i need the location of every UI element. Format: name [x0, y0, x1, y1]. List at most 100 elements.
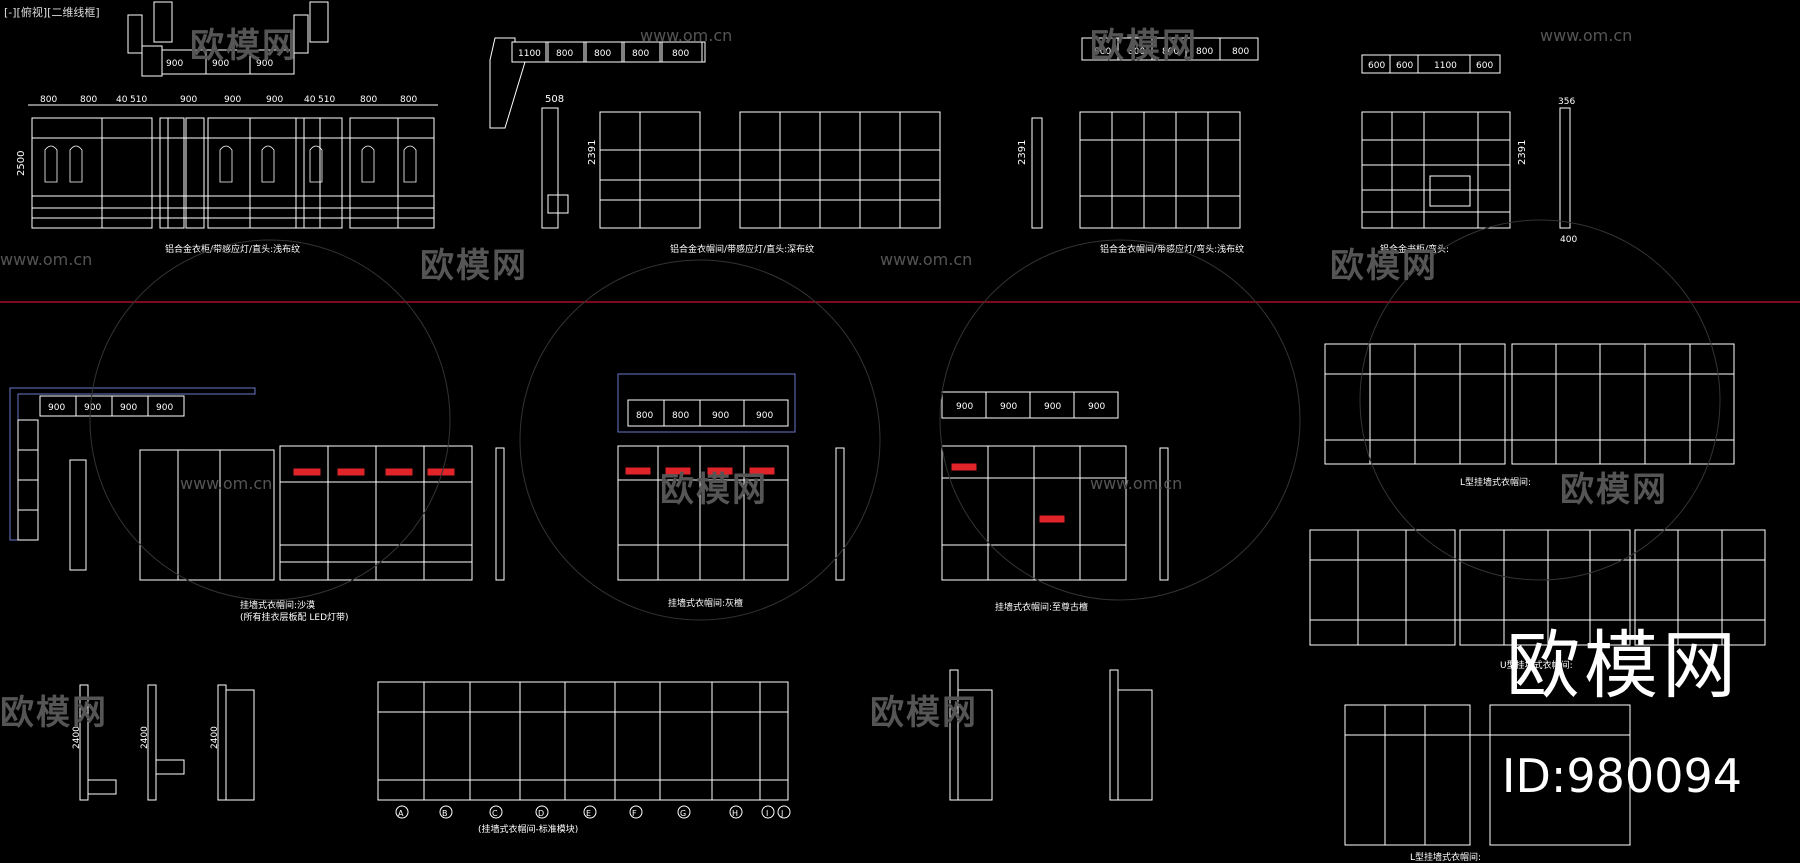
- dim-label: 508: [545, 94, 564, 105]
- drawing-caption: 铝合金衣柜/带感应灯/直头:浅布纹: [165, 243, 300, 255]
- dim-label: 900: [266, 95, 283, 105]
- dim-label: 40: [304, 95, 316, 105]
- dim-label: 900: [712, 411, 729, 421]
- dim-label: 800: [672, 49, 689, 59]
- dim-label: 900: [256, 59, 273, 69]
- svg-text:J: J: [780, 809, 783, 818]
- dim-label: 900: [1044, 402, 1061, 412]
- watermark-brand: 欧模网: [1560, 470, 1668, 510]
- dim-label: 800: [556, 49, 573, 59]
- dim-label: 800: [594, 49, 611, 59]
- dim-label: 800: [632, 49, 649, 59]
- dim-label: 800: [1196, 47, 1213, 57]
- dim-label: 600: [1368, 61, 1385, 71]
- drawing-caption: 挂墙式衣帽间:至尊古檀: [995, 601, 1088, 613]
- dim-label: 800: [636, 411, 653, 421]
- svg-text:A: A: [398, 809, 404, 818]
- watermark-brand: 欧模网: [1090, 26, 1198, 66]
- watermark-url: www.om.cn: [1090, 474, 1183, 493]
- drawing-caption: 铝合金衣帽间/带感应灯/弯头:浅布纹: [1100, 243, 1244, 255]
- svg-text:D: D: [538, 809, 544, 818]
- module-markers: A B C D E F G H I J: [395, 805, 791, 819]
- height-dim: 2400: [72, 726, 82, 749]
- dim-label: 800: [672, 411, 689, 421]
- svg-text:F: F: [632, 809, 637, 818]
- height-dim: 2391: [587, 140, 598, 165]
- top3: 800 800 800 800 800 2391 铝合金衣帽间/带感应灯/弯头:…: [1017, 37, 1259, 255]
- dim-label: 900: [224, 95, 241, 105]
- model-id: ID:980094: [1501, 749, 1742, 803]
- top2: 1100 800 800 800 800 508 2391 铝合金衣帽间/带感应…: [489, 37, 941, 255]
- mid3: 900 900 900 900 挂墙式衣帽间:至尊古檀: [941, 391, 1169, 613]
- dim-label: 800: [40, 95, 57, 105]
- dim-label: 900: [156, 403, 173, 413]
- top4: 600 600 1100 600 356 400 2391 铝合金书柜/弯头:: [1361, 54, 1577, 255]
- dim-label: 900: [120, 403, 137, 413]
- dim-label: 600: [1396, 61, 1413, 71]
- dim-label: 800: [1094, 47, 1111, 57]
- watermark-url: www.om.cn: [1540, 26, 1633, 45]
- dim-label: 800: [1232, 47, 1249, 57]
- dim-label: 400: [1560, 235, 1577, 245]
- dim-label: 900: [48, 403, 65, 413]
- dim-label: 900: [1000, 402, 1017, 412]
- drawing-caption: 挂墙式衣帽间:沙漠: [240, 599, 315, 611]
- watermark-url: www.om.cn: [880, 250, 973, 269]
- height-dim: 2500: [16, 151, 27, 176]
- dim-label: 900: [166, 59, 183, 69]
- height-dim: 2400: [140, 726, 150, 749]
- drawing-caption: (挂墙式衣帽间-标准模块): [478, 823, 578, 835]
- dim-label: 800: [1128, 47, 1145, 57]
- watermark-brand: 欧模网: [190, 26, 298, 66]
- height-dim: 2391: [1017, 140, 1028, 165]
- dim-label: 800: [360, 95, 377, 105]
- dim-label: 510: [318, 95, 335, 105]
- svg-text:E: E: [586, 809, 591, 818]
- watermark-arcs: [89, 219, 1721, 621]
- svg-text:B: B: [442, 809, 448, 818]
- watermark-url: www.om.cn: [180, 474, 273, 493]
- drawing-caption: 铝合金衣帽间/带感应灯/直头:深布纹: [670, 243, 814, 255]
- svg-text:I: I: [766, 809, 768, 818]
- dim-label: 356: [1558, 97, 1575, 107]
- top1-elevations: 2500 800 800 40 510 900 900 900 40 510 8…: [16, 95, 438, 255]
- dim-label: 800: [1162, 47, 1179, 57]
- dim-label: 900: [956, 402, 973, 412]
- mid2: 800 800 900 900 挂墙式衣帽间:灰檀: [617, 373, 845, 609]
- svg-text:H: H: [732, 809, 738, 818]
- watermark-brand: 欧模网: [420, 246, 528, 286]
- dim-label: 600: [1476, 61, 1493, 71]
- height-dim: 2400: [210, 726, 220, 749]
- drawing-caption: L型挂墙式衣帽间:: [1460, 476, 1531, 488]
- viewport-label[interactable]: [-][俯视][二维线框]: [4, 6, 100, 19]
- mid1: 900 900 900 900 挂墙式衣帽间:沙漠 (所有挂衣层板配 LED灯带…: [9, 387, 505, 623]
- dim-label: 510: [130, 95, 147, 105]
- drawing-caption: L型挂墙式衣帽间:: [1410, 851, 1481, 863]
- dim-label: 800: [80, 95, 97, 105]
- brand-logo: 欧模网: [1506, 623, 1740, 709]
- dim-label: 900: [180, 95, 197, 105]
- watermark-url: www.om.cn: [0, 250, 93, 269]
- drawing-caption: 铝合金书柜/弯头:: [1380, 243, 1449, 255]
- dim-label: 900: [1088, 402, 1105, 412]
- dim-label: 900: [212, 59, 229, 69]
- dim-label: 1100: [1434, 61, 1457, 71]
- drawing-caption: U型挂墙式衣帽间:: [1500, 659, 1573, 671]
- svg-text:C: C: [492, 809, 498, 818]
- svg-text:G: G: [680, 809, 686, 818]
- right-set: L型挂墙式衣帽间: U型挂墙式衣帽间: L型挂墙式衣帽间:: [1309, 343, 1766, 863]
- watermark-brand: 欧模网: [870, 693, 978, 733]
- dim-label: 900: [756, 411, 773, 421]
- dim-label: 40: [116, 95, 128, 105]
- dim-label: 800: [400, 95, 417, 105]
- drawing-caption: 挂墙式衣帽间:灰檀: [668, 597, 743, 609]
- watermark-brand: 欧模网: [1330, 246, 1438, 286]
- watermark-url: www.om.cn: [640, 26, 733, 45]
- bottom-row: 2400 2400 2400 A B C D E F G H I J (挂墙式衣…: [72, 669, 1153, 835]
- drawing-caption: (所有挂衣层板配 LED灯带): [240, 611, 349, 623]
- height-dim: 2391: [1517, 140, 1528, 165]
- watermark-brand: 欧模网: [660, 470, 768, 510]
- watermark-brand: 欧模网: [0, 693, 108, 733]
- dim-label: 900: [84, 403, 101, 413]
